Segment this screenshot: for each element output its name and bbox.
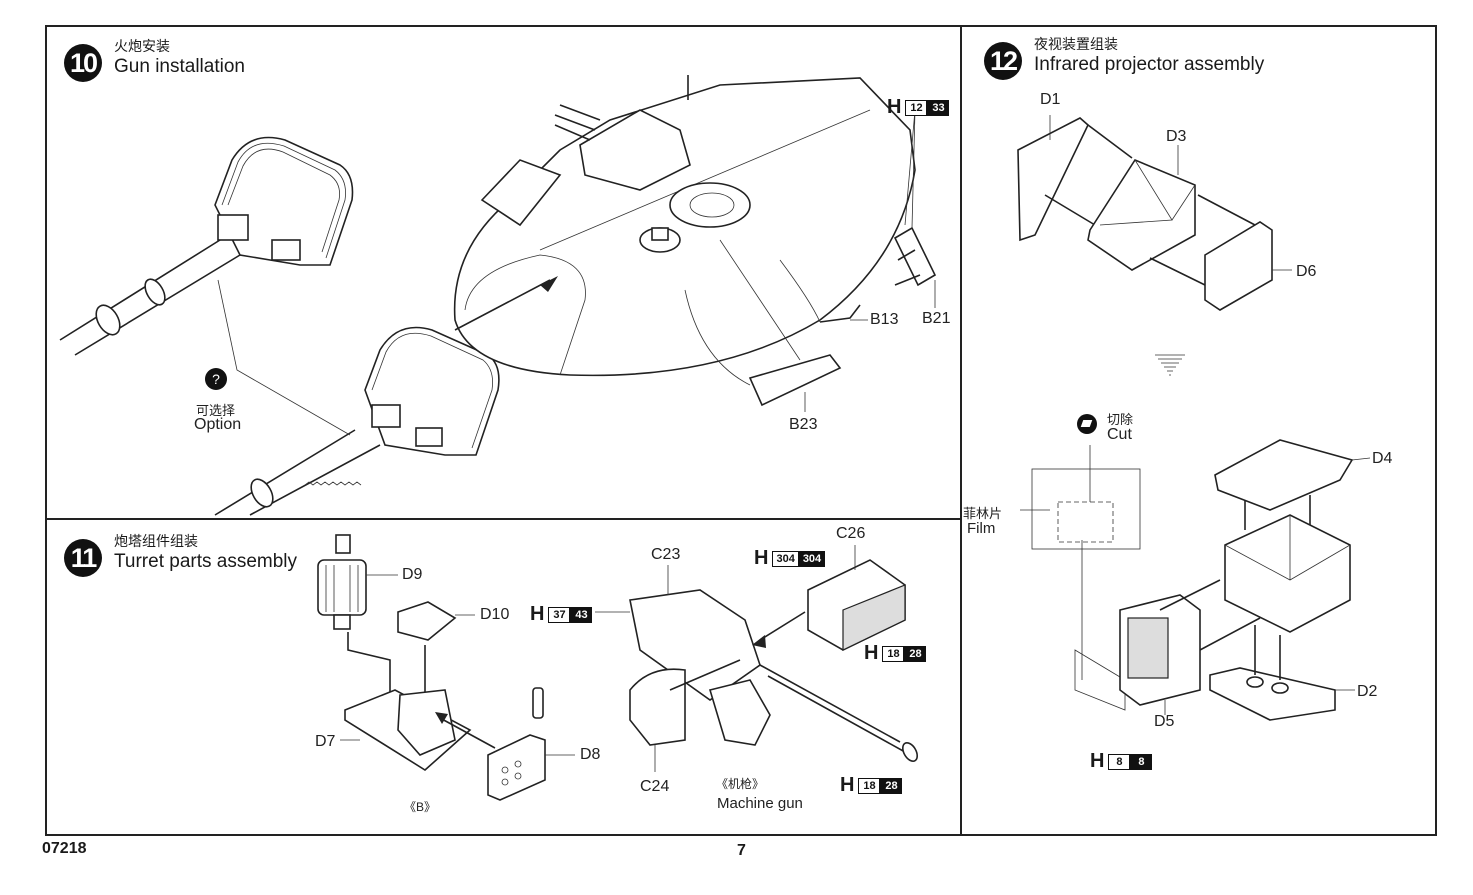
- part-label-b23: B23: [789, 416, 818, 433]
- part-d9: [317, 534, 398, 705]
- machine-gun: [595, 565, 919, 762]
- part-b23: [684, 239, 842, 407]
- option-label-zh: 可选择: [196, 404, 236, 419]
- gun-mantlet-lower: [214, 326, 500, 516]
- option-leader-line: [217, 279, 351, 436]
- page-number: 7: [737, 842, 746, 859]
- part-label-d9: D9: [402, 566, 423, 583]
- paint-brand-label: H: [1090, 750, 1105, 772]
- cut-icon: [1077, 414, 1097, 434]
- paint-black-code: 304: [798, 550, 826, 567]
- film-cutout-diagram: [1020, 445, 1141, 711]
- part-label-d2: D2: [1357, 683, 1378, 700]
- film-label-zh: 菲林片: [963, 507, 1003, 522]
- turret-body: [453, 75, 916, 377]
- part-label-d5: D5: [1154, 713, 1175, 730]
- paint-white-code: 18: [882, 645, 905, 662]
- step-12-header: 12 夜视装置组装 Infrared projector assembly: [984, 37, 1265, 80]
- paint-white-code: 37: [548, 606, 571, 623]
- step-10-number: 10: [64, 44, 102, 82]
- paint-black-code: 43: [570, 606, 593, 623]
- cut-label-zh: 切除: [1107, 413, 1134, 428]
- part-d3: [1087, 145, 1196, 271]
- paint-black-code: 33: [927, 99, 950, 116]
- sub-assembly-b-label: 《B》: [404, 800, 437, 814]
- paint-white-code: 12: [905, 99, 928, 116]
- paint-brand-label: H: [530, 603, 545, 625]
- paint-code-h304-304: H 304 304: [754, 547, 826, 570]
- paint-black-code: 8: [1130, 753, 1153, 770]
- paint-code-h37-43: H 37 43: [530, 603, 593, 626]
- catalog-number: 07218: [42, 840, 87, 857]
- next-step-arrow: [1155, 354, 1185, 376]
- paint-brand-label: H: [840, 774, 855, 796]
- step-12-panel: [960, 25, 1437, 836]
- part-d6: [1149, 194, 1292, 311]
- paint-code-h18-28-barrel: H 18 28: [840, 774, 903, 797]
- part-label-c23: C23: [651, 546, 681, 563]
- step-12-title-en: Infrared projector assembly: [1034, 54, 1265, 76]
- question-mark-icon: ?: [205, 368, 227, 390]
- paint-code-h12-33: H 12 33: [887, 96, 950, 119]
- part-d1: [1017, 115, 1133, 242]
- part-b21: [893, 109, 937, 287]
- option-label-en: Option: [194, 416, 242, 433]
- paint-brand-label: H: [887, 96, 902, 118]
- part-d5: [1119, 579, 1261, 715]
- part-d8: [435, 687, 575, 801]
- part-label-d3: D3: [1166, 128, 1187, 145]
- part-label-d6: D6: [1296, 263, 1317, 280]
- paint-brand-label: H: [864, 642, 879, 664]
- step-11-header: 11 炮塔组件组装 Turret parts assembly: [64, 534, 298, 577]
- step-10-title-zh: 火炮安装: [114, 39, 170, 55]
- film-label-en: Film: [967, 520, 996, 537]
- machine-gun-label-zh: 《机枪》: [716, 777, 765, 791]
- part-c24: [629, 659, 741, 772]
- part-label-c26: C26: [836, 525, 866, 542]
- part-label-d1: D1: [1040, 91, 1061, 108]
- step-11-title-zh: 炮塔组件组装: [114, 534, 198, 550]
- cut-label-en: Cut: [1107, 426, 1132, 443]
- machine-gun-label-en: Machine gun: [717, 795, 803, 812]
- part-label-b21: B21: [922, 310, 951, 327]
- part-label-c24: C24: [640, 778, 670, 795]
- part-d2: [1209, 625, 1355, 721]
- paint-white-code: 18: [858, 777, 881, 794]
- step-11-number: 11: [64, 539, 102, 577]
- paint-white-code: 8: [1108, 753, 1131, 770]
- part-label-d7: D7: [315, 733, 336, 750]
- paint-code-h8-8: H 8 8: [1090, 750, 1153, 773]
- paint-black-code: 28: [880, 777, 903, 794]
- part-label-d8: D8: [580, 746, 601, 763]
- part-b13: [779, 259, 861, 323]
- step-12-title-zh: 夜视装置组装: [1034, 37, 1118, 53]
- part-d7: [340, 689, 472, 771]
- part-label-b13: B13: [870, 311, 899, 328]
- step-10-header: 10 火炮安装 Gun installation: [64, 39, 245, 82]
- paint-brand-label: H: [754, 547, 769, 569]
- infrared-projector-housing: [1224, 514, 1351, 633]
- step-11-title-en: Turret parts assembly: [114, 551, 298, 573]
- part-label-d4: D4: [1372, 450, 1393, 467]
- step-12-number: 12: [984, 42, 1022, 80]
- part-c26: [752, 545, 906, 651]
- paint-black-code: 28: [904, 645, 927, 662]
- gun-mantlet-upper: [59, 136, 354, 356]
- paint-white-code: 304: [772, 550, 799, 567]
- part-label-d10: D10: [480, 606, 510, 623]
- paint-code-h18-28-c26: H 18 28: [864, 642, 927, 665]
- step-10-title-en: Gun installation: [114, 56, 245, 78]
